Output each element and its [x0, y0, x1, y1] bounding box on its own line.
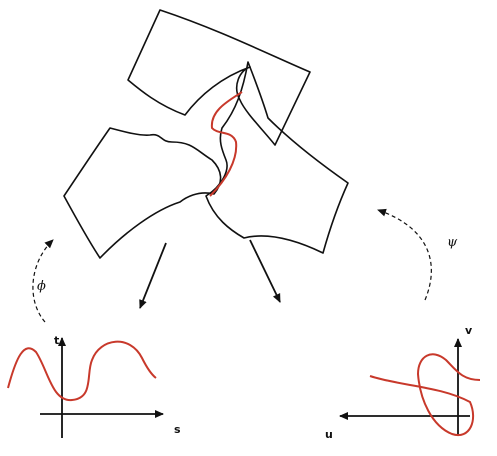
map-arrow-right [249, 239, 281, 303]
map-arrow-left [139, 242, 167, 309]
psi-label: ψ [447, 235, 458, 250]
surface-patch-left [63, 127, 222, 259]
right-axis-label-u: u [325, 428, 333, 441]
right-axis-label-v: v [465, 324, 473, 337]
surface-patch-right [205, 61, 349, 254]
right-domain-curve [369, 353, 481, 437]
surface-patch-upper [127, 9, 311, 146]
psi-dashed-arrow [377, 208, 432, 301]
intersection-curve [209, 91, 243, 197]
left-axis-label-s: s [174, 423, 181, 436]
right-parameter-domain: v u [325, 324, 481, 441]
left-axis-label-t: t [54, 334, 59, 347]
left-parameter-domain: t s [7, 334, 181, 438]
left-domain-curve [7, 340, 157, 402]
phi-dashed-arrow [32, 239, 54, 323]
phi-label: ϕ [37, 279, 46, 294]
